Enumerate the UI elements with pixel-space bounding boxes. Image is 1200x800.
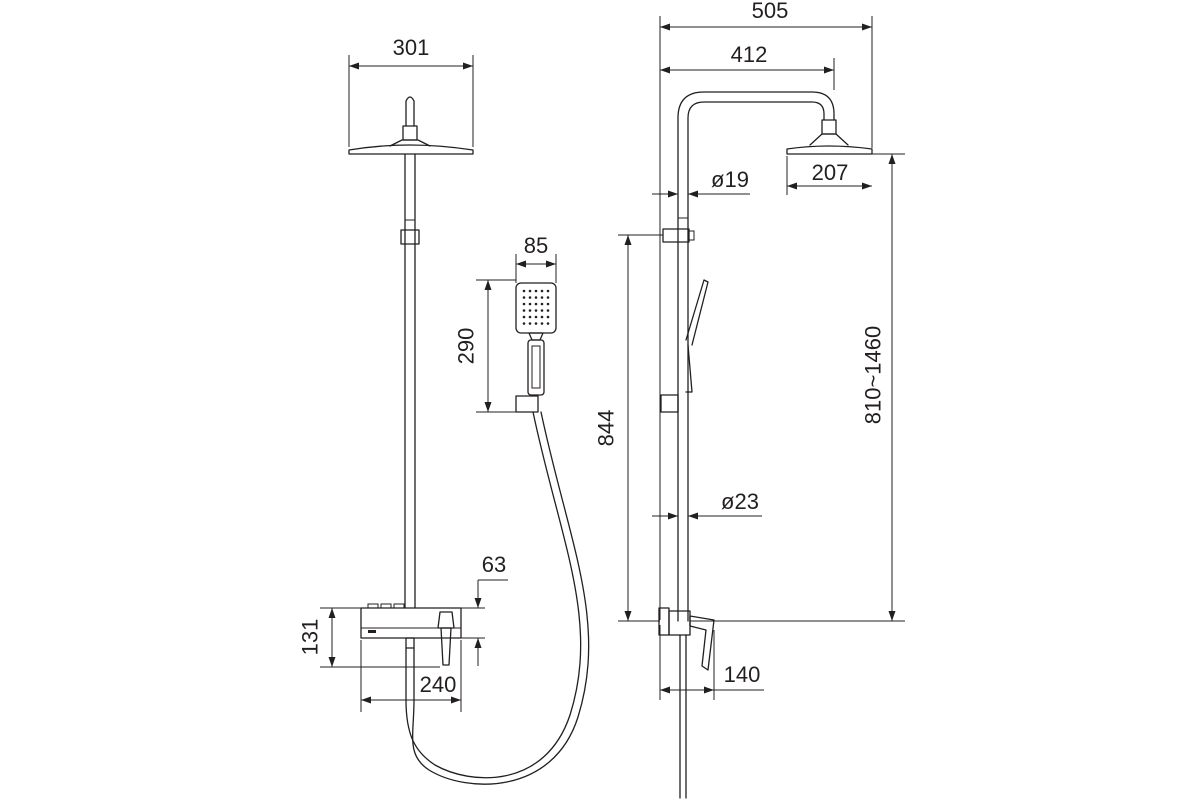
- lower-pipe-diameter-label: ø23: [721, 489, 759, 514]
- nozzle-dot: [534, 296, 538, 299]
- nozzle-dot: [528, 322, 532, 325]
- overhead-arm-outer: [677, 91, 835, 622]
- nozzle-dot: [522, 309, 526, 312]
- front-view: [348, 96, 590, 785]
- nozzle-dot: [546, 322, 550, 325]
- side-view-dimensions: 505 412 207 ø19 844 810~1460 ø23 140: [594, 0, 905, 700]
- hand-shower-grip: [527, 339, 545, 396]
- height-range-label: 810~1460: [861, 326, 886, 425]
- nozzle-dot: [540, 289, 544, 293]
- side-hand-shower: [685, 279, 709, 346]
- side-view: [658, 91, 873, 799]
- nozzle-dot: [534, 315, 538, 319]
- nozzle-dot: [540, 302, 544, 306]
- shelf-button-2: [380, 603, 392, 609]
- side-hand-shower-grip: [685, 344, 693, 393]
- nozzle-dot: [534, 289, 538, 293]
- nozzle-dot: [534, 302, 538, 306]
- nozzle-dot: [540, 296, 544, 299]
- shower-hose-outer: [405, 411, 582, 779]
- nozzle-dot: [528, 289, 532, 293]
- mixer-depth-label: 63: [482, 552, 506, 577]
- nozzle-dot: [528, 309, 532, 312]
- nozzle-dot: [522, 322, 526, 325]
- side-mixer-body: [668, 610, 691, 636]
- nozzle-dot: [546, 315, 550, 319]
- side-rail-slider: [662, 228, 690, 243]
- shower-hose-inner: [412, 411, 590, 785]
- hand-shower-holder: [515, 395, 539, 413]
- side-head-cone: [809, 133, 849, 146]
- overhead-shower-plate: [348, 144, 474, 155]
- mixer-outlet-stub: [405, 637, 415, 649]
- nozzle-dot: [546, 296, 550, 299]
- side-head-plate: [786, 145, 873, 155]
- hand-shower-grip-inlay: [531, 345, 541, 389]
- mixer-height-label: 131: [298, 619, 323, 656]
- mixer-width-label: 240: [420, 672, 457, 697]
- nozzle-dot: [540, 309, 544, 312]
- mixer-handle-collar: [437, 611, 455, 629]
- nozzle-dot: [534, 322, 538, 325]
- wall-to-outlet-label: 140: [724, 662, 761, 687]
- nozzle-dot: [528, 302, 532, 306]
- mixer-lever-handle: [440, 627, 452, 666]
- shower-head-width-label: 301: [393, 35, 430, 60]
- upper-pipe-diameter-label: ø19: [711, 167, 749, 192]
- nozzle-dot: [522, 302, 526, 306]
- nozzle-dot: [546, 302, 550, 306]
- rail-slider-clamp: [400, 229, 420, 245]
- overall-projection-label: 505: [752, 0, 789, 23]
- shelf-button-3: [393, 603, 405, 609]
- nozzle-dot: [534, 309, 538, 312]
- side-hose-holder: [660, 394, 679, 413]
- hand-shower-neck: [528, 332, 544, 341]
- hand-shower-nozzle-grid: [522, 289, 550, 325]
- nozzle-dot: [522, 289, 526, 293]
- shelf-button-1: [367, 603, 379, 609]
- side-mixer-lever: [689, 615, 715, 671]
- arm-projection-label: 412: [731, 42, 768, 67]
- head-cone: [389, 139, 431, 147]
- nozzle-dot: [546, 289, 550, 293]
- nozzle-dot: [522, 296, 526, 299]
- nozzle-dot: [546, 309, 550, 312]
- front-view-dimensions: 301 85 290 131 240 63: [298, 35, 557, 712]
- hand-shower-length-label: 290: [454, 328, 479, 365]
- side-rail-slider-knob: [688, 230, 695, 241]
- nozzle-dot: [522, 315, 526, 319]
- overhead-arm-inner: [687, 101, 825, 622]
- shelf-mixer-indicator: [368, 630, 376, 633]
- hand-shower-width-label: 85: [524, 233, 548, 258]
- nozzle-dot: [540, 315, 544, 319]
- head-connector: [402, 125, 418, 141]
- nozzle-dot: [540, 322, 544, 325]
- head-inlet-nozzle: [405, 96, 415, 127]
- rail-height-label: 844: [594, 410, 619, 447]
- head-diameter-label: 207: [812, 160, 849, 185]
- nozzle-dot: [528, 315, 532, 319]
- nozzle-dot: [528, 296, 532, 299]
- side-head-nut: [821, 119, 837, 135]
